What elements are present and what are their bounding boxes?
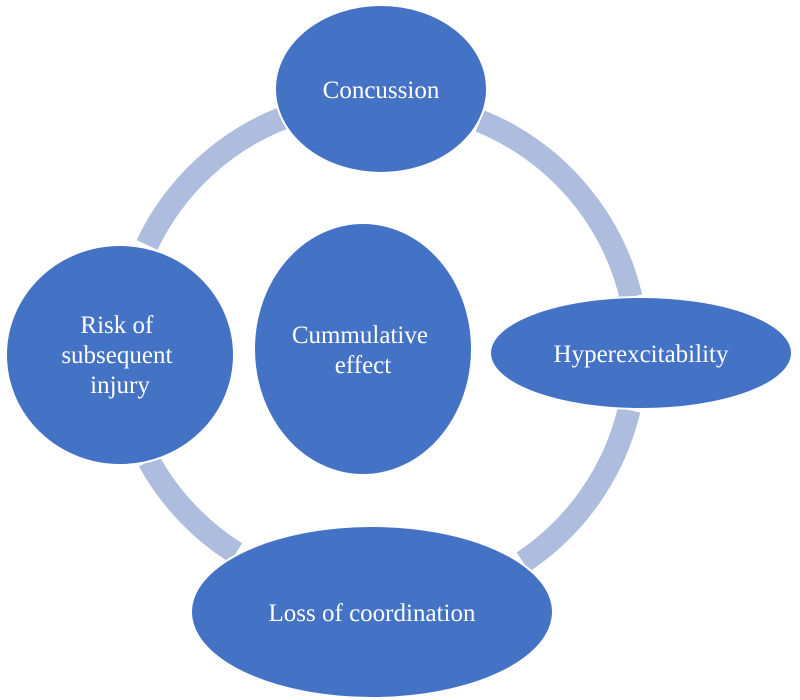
- ring-arc-concussion-to-hyperexcitability: [475, 110, 643, 300]
- node-loss-of-coordination: Loss of coordination: [190, 525, 554, 699]
- center-node: Cummulative effect: [253, 222, 473, 476]
- ring-arc-risk-of-subsequent-injury-to-concussion: [136, 107, 288, 251]
- node-risk-line-1: Risk of: [80, 312, 154, 339]
- node-risk-line-2: subsequent: [61, 342, 172, 369]
- node-risk-line-3: injury: [90, 372, 150, 399]
- svg-text:Hyperexcitability: Hyperexcitability: [554, 341, 729, 368]
- ring-arc-loss-of-coordination-to-risk-of-subsequent-injury: [138, 455, 243, 563]
- svg-text:Concussion: Concussion: [323, 77, 440, 104]
- node-risk-of-subsequent-injury: Risk of subsequent injury: [5, 244, 235, 466]
- node-concussion: Concussion: [274, 4, 488, 174]
- svg-text:Cummulative effect: Cummulative effect: [292, 322, 434, 379]
- svg-text:Loss of coordination: Loss of coordination: [269, 600, 476, 627]
- center-node-line-2: effect: [335, 352, 391, 379]
- node-hyperexcitability: Hyperexcitability: [489, 296, 793, 410]
- node-concussion-line: Concussion: [323, 77, 440, 104]
- center-node-line-1: Cummulative: [292, 322, 428, 349]
- ring-arc-hyperexcitability-to-loss-of-coordination: [516, 407, 641, 572]
- node-hyperexcitability-line: Hyperexcitability: [554, 341, 729, 368]
- node-loss-of-coordination-line: Loss of coordination: [269, 600, 476, 627]
- svg-text:Risk of subsequent: Risk of subsequent injury: [61, 312, 178, 399]
